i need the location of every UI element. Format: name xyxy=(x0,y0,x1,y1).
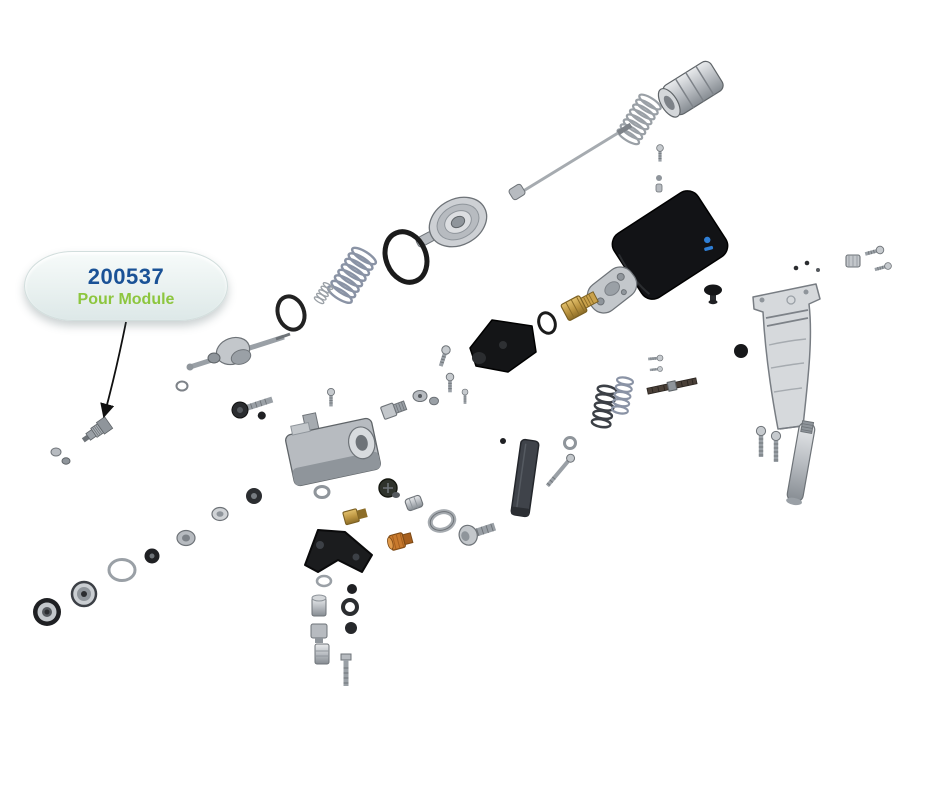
screw-set xyxy=(436,344,469,405)
pin-set xyxy=(50,447,71,465)
cam-block xyxy=(469,319,537,373)
hardware-stack xyxy=(310,574,359,686)
valve-top-screw xyxy=(327,388,335,407)
trigger-button xyxy=(734,344,748,358)
callout-arrow xyxy=(100,321,127,419)
link-ring xyxy=(563,436,577,450)
return-spring-light xyxy=(610,375,635,416)
orange-fitting xyxy=(387,532,414,551)
small-o-ring xyxy=(537,311,557,335)
gasket xyxy=(586,266,638,314)
mount-block xyxy=(845,254,861,268)
ball-bearing-small xyxy=(70,580,98,608)
threaded-rod xyxy=(646,377,698,395)
needle-adjuster xyxy=(378,478,400,498)
bearing-cap xyxy=(176,529,196,547)
brass-fitting xyxy=(342,508,368,526)
cap-screw-small xyxy=(655,144,664,193)
link-screw xyxy=(545,453,576,488)
handle-pins xyxy=(793,260,820,272)
medium-o-ring xyxy=(275,294,307,332)
fitting-pair xyxy=(412,389,439,406)
small-spring xyxy=(312,280,335,306)
shim-ring xyxy=(107,558,137,582)
clamp-bracket xyxy=(304,529,373,573)
sleeve xyxy=(211,506,229,522)
link-plate xyxy=(510,438,540,518)
tiny-ring xyxy=(175,380,189,392)
retainer-nut xyxy=(657,60,724,118)
drive-pulley xyxy=(415,196,488,248)
spacer-washer xyxy=(313,485,331,499)
set-screws xyxy=(647,354,664,373)
knob xyxy=(704,284,722,305)
main-spring xyxy=(324,243,380,307)
stud-nut xyxy=(231,396,274,420)
hex-fitting xyxy=(380,400,408,420)
mount-screws xyxy=(863,244,893,274)
handle-tube xyxy=(786,420,816,506)
shoulder-bolt xyxy=(458,522,497,546)
callout-part-number: 200537 xyxy=(87,263,165,289)
drive-spring xyxy=(614,90,664,148)
ball-bearing-large xyxy=(33,598,61,626)
spacer-cylinder xyxy=(404,494,424,512)
callout-part-name: Pour Module xyxy=(77,290,175,308)
brass-inlet-fitting xyxy=(560,291,599,321)
valve-body xyxy=(285,412,381,487)
part-callout: 200537 Pour Module xyxy=(24,251,228,321)
handle-grip xyxy=(752,283,821,430)
grip-screws xyxy=(755,425,782,463)
crankshaft xyxy=(186,332,291,371)
pour-module-tip xyxy=(81,416,114,443)
large-o-ring xyxy=(382,229,430,285)
seal-washer xyxy=(144,548,160,564)
piston-rod xyxy=(508,122,633,201)
thrust-washer xyxy=(427,509,457,533)
link-pin xyxy=(500,438,506,444)
retainer-ring xyxy=(246,488,262,504)
